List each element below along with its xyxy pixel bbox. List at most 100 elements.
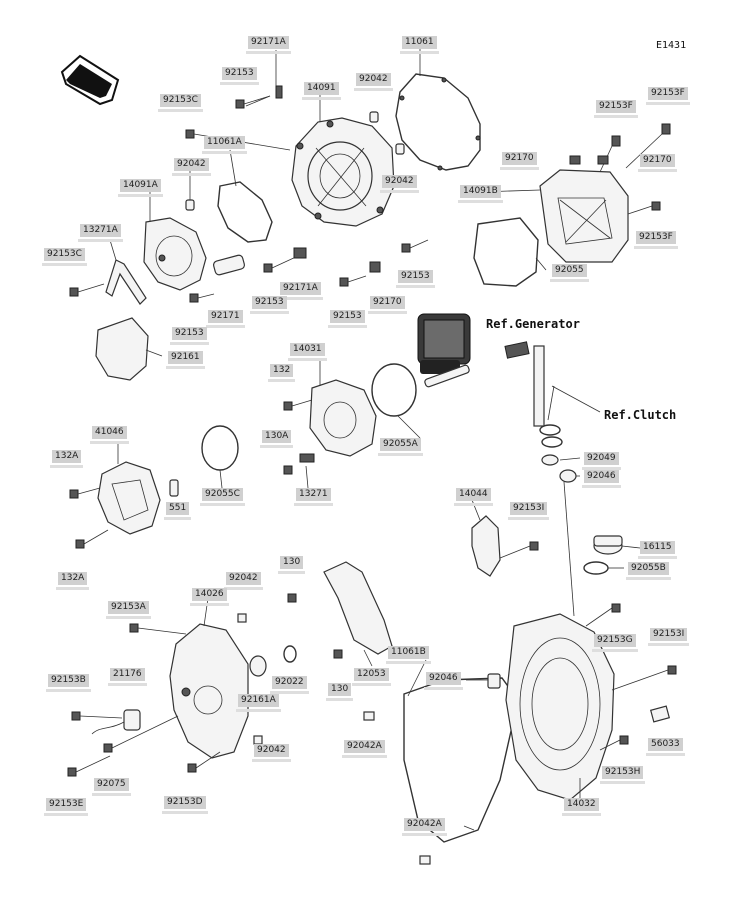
bolt-icon <box>189 293 215 303</box>
part-label[interactable]: 92075 <box>92 778 131 796</box>
part-label[interactable]: 92153F <box>594 100 638 118</box>
part-label[interactable]: 13271A <box>78 224 123 242</box>
part-label[interactable]: 130A <box>259 430 294 448</box>
part-label[interactable]: 92161A <box>236 694 281 712</box>
generator-reference-link[interactable]: Ref.Generator <box>486 317 580 331</box>
part-label[interactable]: 92049 <box>582 452 621 470</box>
part-label[interactable]: 14091B <box>458 185 503 203</box>
washer-92022-drawing <box>283 645 297 663</box>
part-label[interactable]: 92170 <box>368 296 407 314</box>
part-label[interactable]: 14026 <box>190 588 229 606</box>
part-label[interactable]: 14032 <box>562 798 601 816</box>
part-label[interactable]: 14044 <box>454 488 493 506</box>
part-label[interactable]: 132 <box>267 364 296 382</box>
leader-lines <box>109 48 641 831</box>
part-label[interactable]: 92153D <box>162 796 208 814</box>
clutch-cover-14032-drawing <box>505 613 615 801</box>
part-label[interactable]: 92042 <box>380 175 419 193</box>
part-label[interactable]: 92153B <box>46 674 91 692</box>
part-label[interactable]: 92153 <box>396 270 435 288</box>
bolt-icon <box>75 529 109 549</box>
part-label[interactable]: 92153F <box>634 231 678 249</box>
oil-filler-cap-16115-drawing <box>593 535 623 555</box>
part-label[interactable]: 92022 <box>270 676 309 694</box>
bolt-icon <box>363 711 375 721</box>
part-label[interactable]: 92055 <box>550 264 589 282</box>
o-ring-92055C-drawing <box>201 425 239 471</box>
part-label[interactable]: 551 <box>163 502 192 520</box>
diagram-code: E1431 <box>656 40 687 51</box>
part-label[interactable]: 92153 <box>328 310 367 328</box>
part-label[interactable]: 21176 <box>108 668 147 686</box>
part-label[interactable]: 41046 <box>90 426 129 444</box>
bolt-icon <box>69 487 101 499</box>
part-label[interactable]: 130 <box>277 556 306 574</box>
part-label[interactable]: 12053 <box>352 668 391 686</box>
part-label[interactable]: 92170 <box>500 152 539 170</box>
part-label[interactable]: 132A <box>55 572 90 590</box>
dowel-92046-drawing <box>487 673 501 689</box>
part-label[interactable]: 92170 <box>638 154 677 172</box>
part-label[interactable]: 14091A <box>118 179 163 197</box>
bolt-icon <box>245 85 283 107</box>
part-label[interactable]: 92153E <box>43 798 89 816</box>
part-label[interactable]: 11061B <box>386 646 431 664</box>
cover-41046-drawing <box>97 461 161 535</box>
part-label[interactable]: 92153I <box>647 628 690 646</box>
label-56033-drawing <box>649 705 671 723</box>
part-label[interactable]: 14091 <box>302 82 341 100</box>
part-label[interactable]: 11061A <box>202 136 247 154</box>
part-label[interactable]: 92153I <box>507 502 550 520</box>
part-label[interactable]: 13271 <box>294 488 333 506</box>
part-label[interactable]: 92171A <box>278 282 323 300</box>
bolt-icon <box>263 255 299 273</box>
generator-cover-14091-drawing <box>291 117 395 227</box>
dowel-pin-92042-drawing <box>185 199 195 211</box>
bolt-icon <box>419 855 431 865</box>
part-label[interactable]: 92161 <box>166 351 205 369</box>
o-ring-92055A-drawing <box>371 363 417 417</box>
part-label[interactable]: 132A <box>49 450 84 468</box>
part-label[interactable]: 92055C <box>200 488 245 506</box>
part-label[interactable]: 92042 <box>224 572 263 590</box>
part-label[interactable]: 11061 <box>400 36 439 54</box>
cover-14031-drawing <box>309 379 377 457</box>
part-label[interactable]: 92171A <box>246 36 291 54</box>
part-label[interactable]: 92153C <box>42 248 87 266</box>
part-label[interactable]: 92042 <box>172 158 211 176</box>
part-label[interactable]: 92153A <box>106 601 151 619</box>
part-label[interactable]: 92046 <box>582 470 621 488</box>
part-label[interactable]: 92055A <box>378 438 423 456</box>
part-label[interactable]: 56033 <box>646 738 685 756</box>
part-label[interactable]: 92153 <box>170 327 209 345</box>
clutch-reference-link[interactable]: Ref.Clutch <box>604 408 677 422</box>
bolt-icon <box>235 95 271 109</box>
part-label[interactable]: 14031 <box>288 343 327 361</box>
part-label[interactable]: 92171 <box>206 310 245 328</box>
part-label[interactable]: 92042 <box>252 744 291 762</box>
part-label[interactable]: 16115 <box>638 541 677 559</box>
part-label[interactable]: 92153H <box>599 766 646 784</box>
part-label[interactable]: 92153C <box>158 94 203 112</box>
part-label[interactable]: 92046 <box>424 672 463 690</box>
bolt-icon <box>585 603 621 627</box>
cover-14026-drawing <box>169 623 249 759</box>
part-label[interactable]: 92153F <box>646 87 690 105</box>
bolt-icon <box>187 751 221 773</box>
bolt-icon <box>333 649 343 659</box>
gasket-11061B-drawing <box>403 677 519 843</box>
part-label[interactable]: 92153 <box>250 296 289 314</box>
part-label[interactable]: 92153 <box>220 67 259 85</box>
bolt-icon <box>401 239 429 253</box>
bolt-icon <box>283 399 313 411</box>
part-label[interactable]: 92042A <box>402 818 447 836</box>
bolt-icon <box>253 735 263 745</box>
part-label[interactable]: 92055B <box>626 562 671 580</box>
part-label[interactable]: 92153G <box>592 634 638 652</box>
part-label[interactable]: 92042 <box>354 73 393 91</box>
part-label[interactable]: 130 <box>325 683 354 701</box>
generator-stator-drawing <box>417 313 471 388</box>
bolt-icon <box>611 665 677 691</box>
bolt-icon <box>299 453 315 463</box>
part-label[interactable]: 92042A <box>342 740 387 758</box>
